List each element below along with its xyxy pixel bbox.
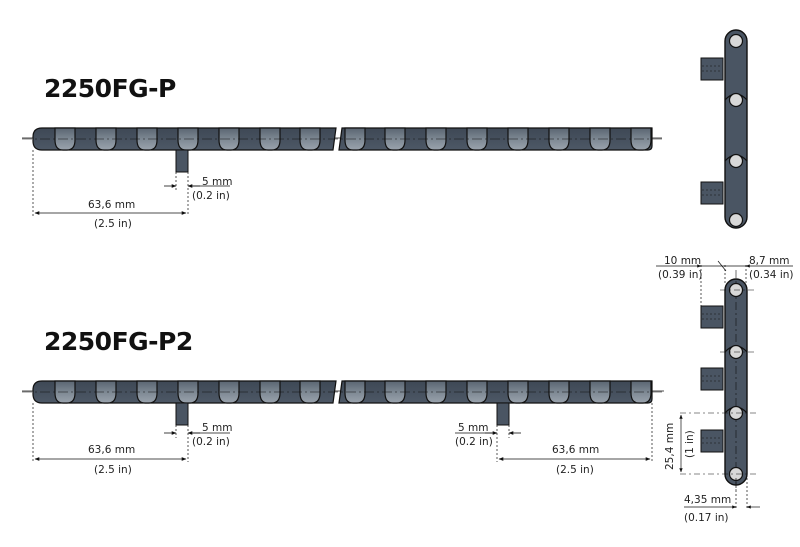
chain-top-view-p2 [22, 380, 664, 462]
dim-tab-depth-mm: 10 mm [664, 255, 702, 267]
chain-side-view-p [700, 29, 748, 229]
dim-tab1-offset-in: (2.5 in) [94, 464, 132, 476]
dim-pitch-in: (1 in) [684, 430, 696, 458]
dim-tab-width-mm: 5 mm [202, 176, 233, 188]
dim-half-width-mm: 4,35 mm [684, 494, 732, 506]
dim-tab-width-in: (0.2 in) [192, 190, 230, 202]
dim-tab1-width-in: (0.2 in) [192, 436, 230, 448]
dim-link-width-mm: 8,7 mm [749, 255, 790, 267]
dim-tab1-width-mm: 5 mm [202, 422, 233, 434]
tab [175, 149, 189, 173]
figure-title-p2: 2250FG-P2 [44, 327, 193, 356]
dim-link-width-in: (0.34 in) [749, 269, 794, 281]
dim-tab-offset-mm: 63,6 mm [88, 199, 136, 211]
chain-top-view-p [22, 127, 662, 216]
dim-tab2-width-mm: 5 mm [458, 422, 489, 434]
dim-tab-depth-in: (0.39 in) [658, 269, 703, 281]
figure-title-p: 2250FG-P [44, 74, 176, 103]
dim-half-width-in: (0.17 in) [684, 512, 729, 524]
chain-side-view-p2 [656, 260, 793, 510]
dim-tab2-offset-mm: 63,6 mm [552, 444, 600, 456]
dim-tab2-offset-in: (2.5 in) [556, 464, 594, 476]
dim-tab1-offset-mm: 63,6 mm [88, 444, 136, 456]
dim-tab-offset-in: (2.5 in) [94, 218, 132, 230]
dim-pitch-mm: 25,4 mm [664, 422, 676, 470]
dim-tab2-width-in: (0.2 in) [455, 436, 493, 448]
